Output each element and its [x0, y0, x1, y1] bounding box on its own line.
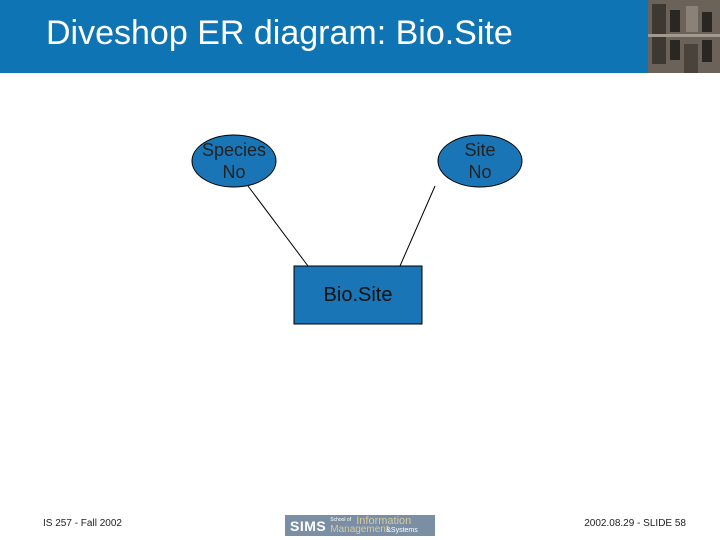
entity-label: Bio.Site	[323, 283, 393, 306]
footer-course: IS 257 - Fall 2002	[43, 518, 122, 529]
footer-slide-number: 2002.08.29 - SLIDE 58	[584, 518, 686, 529]
logo-sims-text: SIMS	[290, 517, 327, 534]
attribute-line: No	[468, 162, 492, 182]
attribute-species-no: Species No	[192, 139, 276, 183]
logo-management: Management	[330, 524, 389, 535]
attribute-line: Site	[464, 140, 496, 160]
building-photo	[648, 0, 720, 73]
relationship-line-species	[247, 185, 309, 267]
sims-logo: SIMS School of Information Management &S…	[285, 515, 435, 536]
logo-information: Information	[356, 515, 412, 527]
relationship-line-site	[399, 185, 436, 267]
entity-box	[293, 265, 423, 325]
slide-title: Diveshop ER diagram: Bio.Site	[46, 14, 513, 52]
attribute-ellipse-species	[191, 134, 277, 188]
attribute-line: Species	[201, 140, 267, 160]
attribute-ellipse-site	[437, 134, 523, 188]
attribute-line: No	[222, 162, 246, 182]
logo-school-of: School of	[330, 517, 352, 523]
title-bar: Diveshop ER diagram: Bio.Site	[0, 0, 720, 73]
logo-systems: &Systems	[386, 527, 418, 534]
attribute-site-no: Site No	[438, 139, 522, 183]
logo-wordmark: School of Information Management &System…	[330, 515, 435, 536]
